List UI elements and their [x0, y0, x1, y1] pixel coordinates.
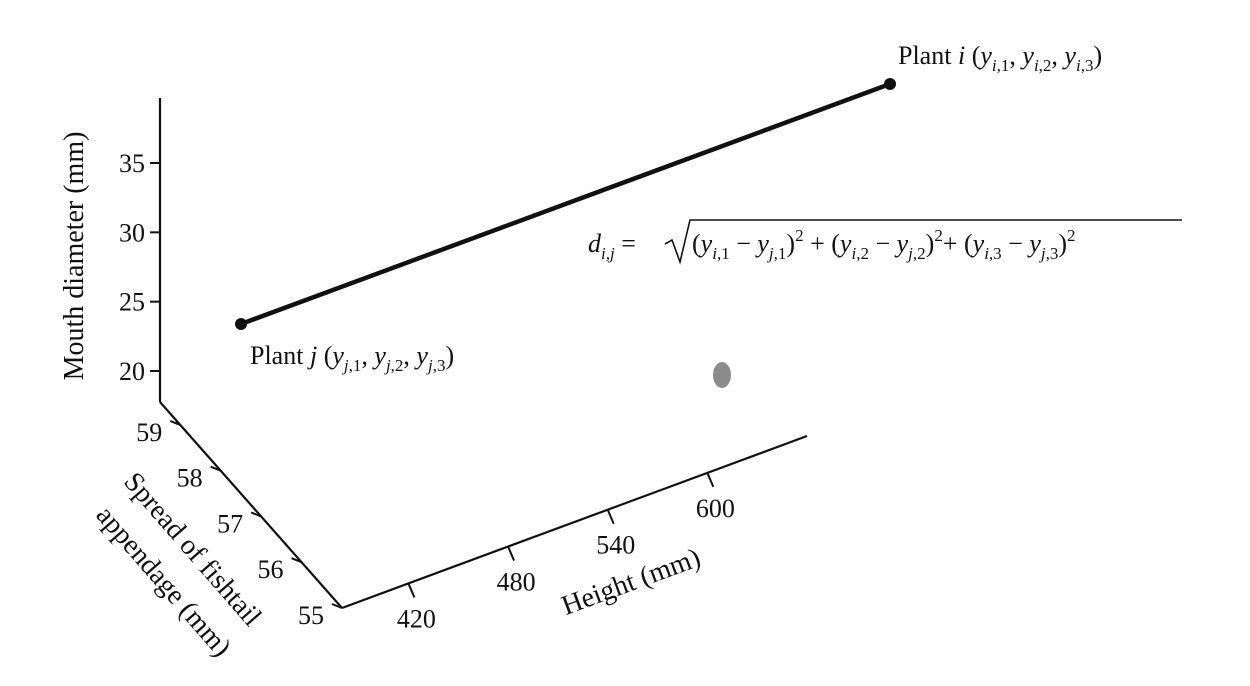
- y-tick-mark: [331, 603, 343, 609]
- y-tick-label: 57: [217, 509, 243, 538]
- x-tick-mark: [706, 472, 715, 488]
- y-tick-label: 56: [258, 555, 284, 584]
- distance-line: [240, 81, 891, 327]
- plant-j-annotation: Plant j (yj,1, yj,2, yj,3): [250, 341, 454, 375]
- svg-text:di,j =: di,j =: [588, 229, 636, 263]
- y-tick-mark: [169, 419, 181, 426]
- scan-smudge: [713, 362, 731, 388]
- x-tick-mark: [407, 583, 416, 598]
- z-tick-label: 35: [119, 149, 145, 178]
- distance-formula: di,j = (yi,1 − yj,1)2 + (yi,2 − yj,2)2+ …: [588, 219, 1182, 265]
- z-axis-ticks: 20 25 30 35: [119, 149, 160, 386]
- z-tick-label: 20: [119, 357, 145, 386]
- x-tick-mark: [507, 546, 515, 561]
- y-axis-line: [159, 401, 343, 609]
- y-tick-label: 59: [136, 418, 162, 447]
- x-tick-label: 480: [497, 568, 536, 597]
- sqrt-sign: [664, 219, 1182, 265]
- plant-i-annotation: Plant i (yi,1, yi,2, yi,3): [898, 41, 1102, 75]
- x-tick-label: 420: [397, 604, 436, 633]
- plant-i-point: [884, 78, 896, 90]
- plant-j-point: [235, 318, 247, 330]
- x-tick-mark: [606, 509, 615, 525]
- y-tick-mark: [250, 511, 262, 518]
- y-tick-mark: [210, 465, 222, 472]
- x-axis-line: [341, 434, 808, 610]
- x-tick-label: 600: [696, 494, 735, 523]
- z-axis-title: Mouth diameter (mm): [59, 132, 90, 381]
- svg-text:(yi,1 − yj,1)2 + (yi,2 − yj,2): (yi,1 − yj,1)2 + (yi,2 − yj,2)2+ (yi,3 −…: [692, 226, 1076, 263]
- z-tick-label: 30: [119, 218, 145, 247]
- y-axis-ticks: 55 56 57 58 59: [136, 418, 343, 630]
- y-tick-label: 55: [298, 601, 324, 630]
- x-axis-ticks: 420 480 540 600: [397, 472, 735, 633]
- y-tick-label: 58: [177, 464, 203, 493]
- x-tick-label: 540: [596, 531, 635, 560]
- z-tick-label: 25: [119, 288, 145, 317]
- y-tick-mark: [291, 557, 302, 564]
